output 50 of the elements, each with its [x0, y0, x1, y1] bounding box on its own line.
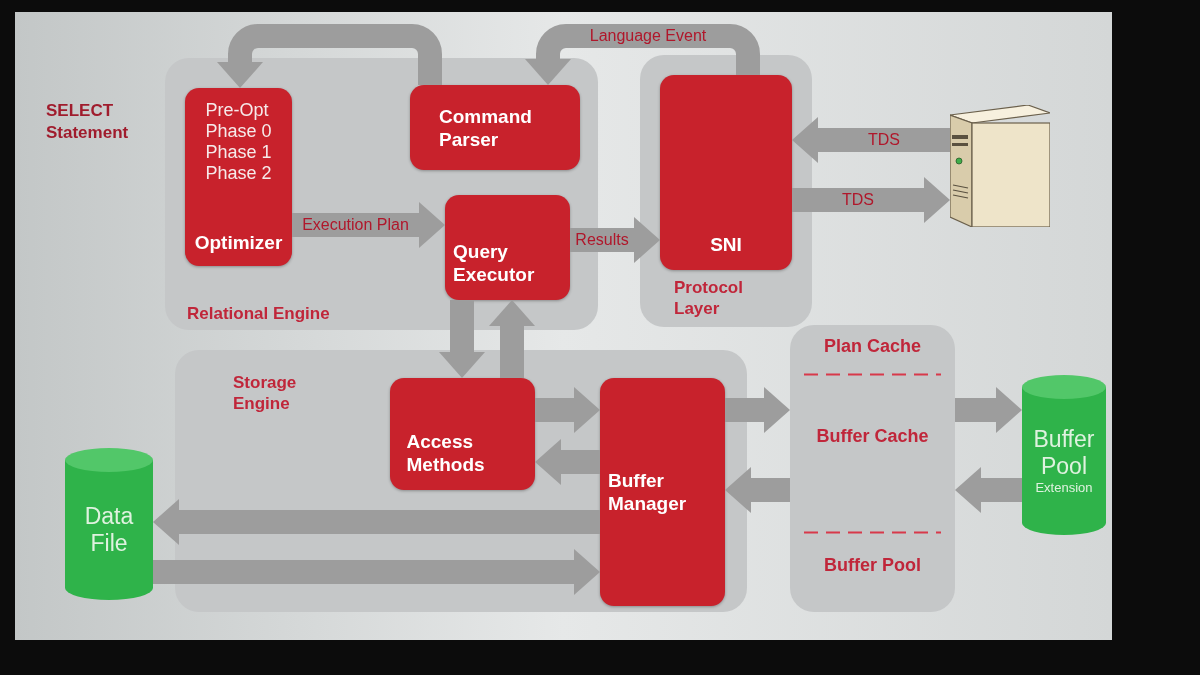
- arrow: [153, 549, 600, 595]
- arrow: [792, 177, 950, 223]
- edge-label: TDS: [868, 131, 900, 149]
- arrow: [535, 387, 600, 433]
- cylinder-label: Buffer Pool: [1032, 426, 1096, 480]
- group-label: Protocol Layer: [674, 277, 744, 319]
- section-label: Buffer Pool: [824, 554, 921, 576]
- edge-label: Language Event: [589, 27, 707, 45]
- group-label: Storage Engine: [233, 372, 298, 414]
- arrow: [217, 24, 442, 88]
- box-label: Access Methods: [406, 430, 486, 476]
- arrow: [570, 217, 660, 263]
- process-box: [410, 85, 580, 170]
- phase-label: Phase 0: [205, 121, 272, 142]
- phase-label: Pre-Opt: [205, 100, 270, 121]
- arrow: [153, 499, 600, 545]
- edge-label: Results: [575, 231, 629, 249]
- edge-label: Execution Plan: [302, 216, 409, 234]
- process-box: [600, 378, 725, 606]
- cache-panel: [790, 325, 955, 612]
- section-label: Buffer Cache: [816, 425, 929, 447]
- box-label: Optimizer: [194, 231, 283, 254]
- phase-label: Phase 1: [205, 142, 272, 163]
- arrow: [489, 300, 535, 378]
- box-label: Query Executor: [453, 240, 536, 286]
- cylinder-label: Extension: [1035, 480, 1093, 496]
- edge-label: TDS: [842, 191, 874, 209]
- process-box: [660, 75, 792, 270]
- cylinder-label: Data File: [83, 503, 135, 557]
- box-label: Command Parser: [439, 104, 533, 151]
- section-label: Plan Cache: [823, 335, 921, 357]
- arrow: [792, 117, 950, 163]
- box-label: SNI: [710, 233, 742, 256]
- arrow: [439, 300, 485, 378]
- process-box: [390, 378, 535, 490]
- phase-label: Phase 2: [205, 163, 272, 184]
- process-box: [185, 88, 292, 266]
- box-label: Buffer Manager: [608, 469, 688, 515]
- group-panel: [640, 55, 812, 327]
- arrow: [725, 387, 790, 433]
- process-box: [445, 195, 570, 300]
- server-icon: [950, 105, 1050, 227]
- arrow: [525, 24, 760, 85]
- statement-label: SELECT Statement: [46, 100, 130, 144]
- arrow: [535, 439, 600, 485]
- arrow: [725, 467, 790, 513]
- arrow: [292, 202, 445, 248]
- group-label: Relational Engine: [187, 303, 330, 324]
- arrow: [955, 467, 1022, 513]
- arrow: [955, 387, 1022, 433]
